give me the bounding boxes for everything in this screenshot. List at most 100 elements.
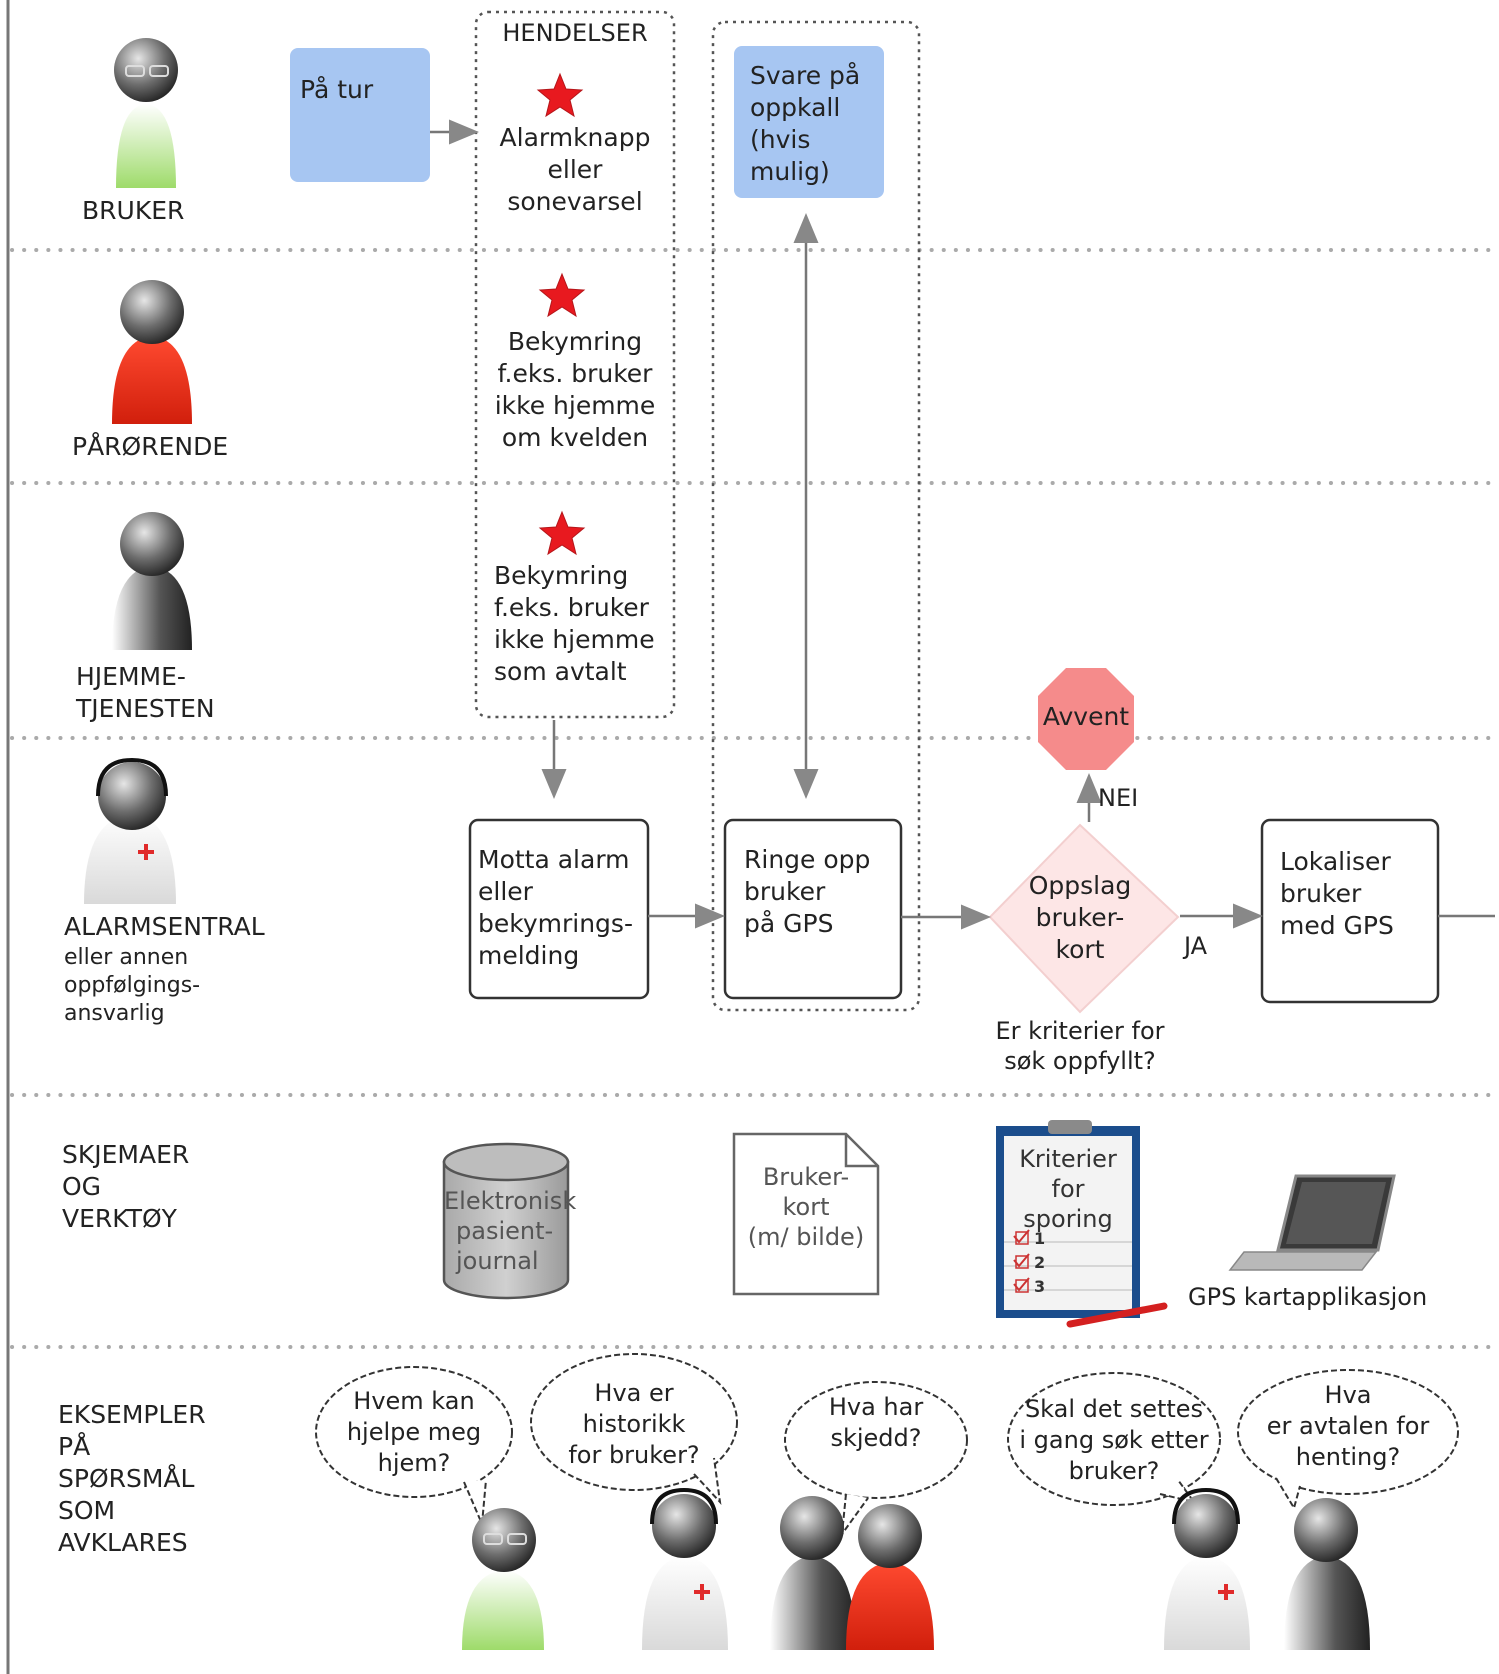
ringe-line-2: bruker <box>744 877 826 906</box>
bubble-2-line-1: Hva er <box>594 1379 674 1407</box>
speech-bubble-4 <box>1007 1372 1221 1506</box>
lane-label-alarm-l2: oppfølgings- <box>64 973 201 998</box>
event-3-line-4: som avtalt <box>494 657 627 686</box>
lane-label-bruker: BRUKER <box>82 196 185 225</box>
event-3-line-2: f.eks. bruker <box>494 593 649 622</box>
hjemmetjenesten-person-icon-small <box>770 1496 856 1650</box>
lane-label-skjema-l2: OG <box>62 1172 102 1201</box>
pa-tur-box <box>290 48 430 182</box>
bubble-3-line-2: skjedd? <box>830 1424 922 1452</box>
clipboard-icon <box>996 1120 1168 1328</box>
alarmsentral-person-icon <box>84 757 176 904</box>
speech-bubble-2 <box>530 1353 738 1491</box>
bubble-2-line-3: for bruker? <box>568 1441 700 1469</box>
bubble-4-line-3: bruker? <box>1068 1457 1160 1485</box>
kriterier-question-1: Er kriterier for <box>995 1017 1165 1045</box>
star-icon-1 <box>536 72 584 118</box>
ringe-line-3: på GPS <box>744 909 834 938</box>
lokaliser-line-2: bruker <box>1280 879 1362 908</box>
motta-box <box>468 818 650 1000</box>
event-2-line-2: f.eks. bruker <box>497 359 653 388</box>
clipboard-item-3: 3 <box>1034 1277 1046 1296</box>
parorende-person-icon <box>112 280 192 424</box>
parorende-person-icon-small <box>846 1504 934 1650</box>
lokaliser-line-1: Lokaliser <box>1280 847 1391 876</box>
laptop-icon <box>1228 1174 1396 1271</box>
event-3-line-1: Bekymring <box>494 561 629 590</box>
lane-label-eks-l5: AVKLARES <box>58 1528 188 1557</box>
clipboard-line-1: Kriterier <box>1019 1145 1117 1173</box>
event-2-line-4: om kvelden <box>501 423 649 452</box>
pencil-icon <box>1066 1302 1168 1328</box>
clipboard-line-3: sporing <box>1023 1205 1113 1233</box>
lane-label-eks-l4: SOM <box>58 1496 116 1525</box>
lane-label-alarm-l3: ansvarlig <box>64 1001 165 1026</box>
oppslag-line-3: kort <box>1055 935 1105 964</box>
speech-bubble-5-tail <box>1275 1477 1301 1511</box>
lane-label-parorende: PÅRØRENDE <box>72 432 229 461</box>
oppslag-line-1: Oppslag <box>1028 871 1132 900</box>
bruker-person-icon <box>114 38 178 188</box>
clipboard-item-1: 1 <box>1034 1229 1046 1248</box>
motta-line-2: eller <box>478 877 533 906</box>
event-2-line-3: ikke hjemme <box>494 391 656 420</box>
avvent-label: Avvent <box>1042 702 1130 731</box>
event-1-line-3: sonevarsel <box>507 187 643 216</box>
star-icon-3 <box>538 510 586 556</box>
alarmsentral-person-icon-small <box>642 1487 728 1650</box>
star-icon-2 <box>538 272 586 318</box>
lane-label-alarmsentral: ALARMSENTRAL <box>64 912 265 941</box>
hendelser-container <box>474 10 676 719</box>
pa-tur-label: På tur <box>300 75 374 104</box>
bubble-1-line-2: hjelpe meg <box>346 1418 482 1446</box>
svare-box <box>734 46 884 198</box>
svare-line-2: oppkall <box>750 93 841 122</box>
speech-bubble-2-tail <box>693 1457 722 1505</box>
lane-separators <box>10 248 1497 1349</box>
lane-label-eks-l1: EKSEMPLER <box>58 1400 206 1429</box>
brukerkort-document-icon <box>732 1132 880 1296</box>
svare-line-3: (hvis <box>750 125 811 154</box>
speech-bubbles <box>315 1353 1459 1538</box>
ringe-box <box>723 818 903 1000</box>
brukerkort-line-1: Bruker- <box>762 1163 850 1191</box>
lane-label-eks-l2: PÅ <box>58 1432 91 1461</box>
bubble-1-line-3: hjem? <box>377 1449 451 1477</box>
bubble-4-line-2: i gang søk etter <box>1019 1426 1209 1454</box>
epj-line-1: Elektronisk <box>444 1187 577 1215</box>
lane-label-alarm-l1: eller annen <box>64 945 189 970</box>
gps-app-label: GPS kartapplikasjon <box>1188 1283 1428 1311</box>
svare-line-4: mulig) <box>750 157 830 186</box>
database-icon <box>442 1142 570 1300</box>
ja-label: JA <box>1184 932 1208 960</box>
event-1-line-1: Alarmknapp <box>499 123 651 152</box>
bubble-5-line-1: Hva <box>1324 1381 1372 1409</box>
lokaliser-line-3: med GPS <box>1280 911 1394 940</box>
speech-bubble-5 <box>1237 1369 1459 1495</box>
brukerkort-line-2: kort <box>782 1193 830 1221</box>
lane-label-hjemme-1: HJEMME- <box>76 662 186 691</box>
bubble-5-line-3: henting? <box>1295 1443 1401 1471</box>
epj-line-2: pasient- <box>456 1217 554 1245</box>
speech-bubble-1 <box>315 1366 513 1498</box>
nei-label: NEI <box>1098 784 1139 812</box>
clipboard-item-2: 2 <box>1034 1253 1046 1272</box>
ringe-line-1: Ringe opp <box>744 845 871 874</box>
star-icons <box>536 72 586 556</box>
motta-line-3: bekymrings- <box>478 909 633 938</box>
lane-label-eks-l3: SPØRSMÅL <box>58 1464 195 1493</box>
svare-line-1: Svare på <box>750 61 861 90</box>
speech-bubble-3 <box>784 1381 968 1499</box>
clipboard-line-2: for <box>1051 1175 1085 1203</box>
bruker-person-icon-small <box>462 1508 544 1650</box>
hjemmetjenesten-person-icon <box>112 512 192 650</box>
bubble-3-line-1: Hva har <box>828 1393 924 1421</box>
kriterier-question-2: søk oppfyllt? <box>1004 1047 1156 1075</box>
hendelser-title: HENDELSER <box>502 19 648 47</box>
lane-label-skjema-l1: SKJEMAER <box>62 1140 190 1169</box>
event-1-line-2: eller <box>547 155 603 184</box>
motta-line-4: melding <box>478 941 580 970</box>
lane-label-skjema-l3: VERKTØY <box>62 1204 177 1233</box>
